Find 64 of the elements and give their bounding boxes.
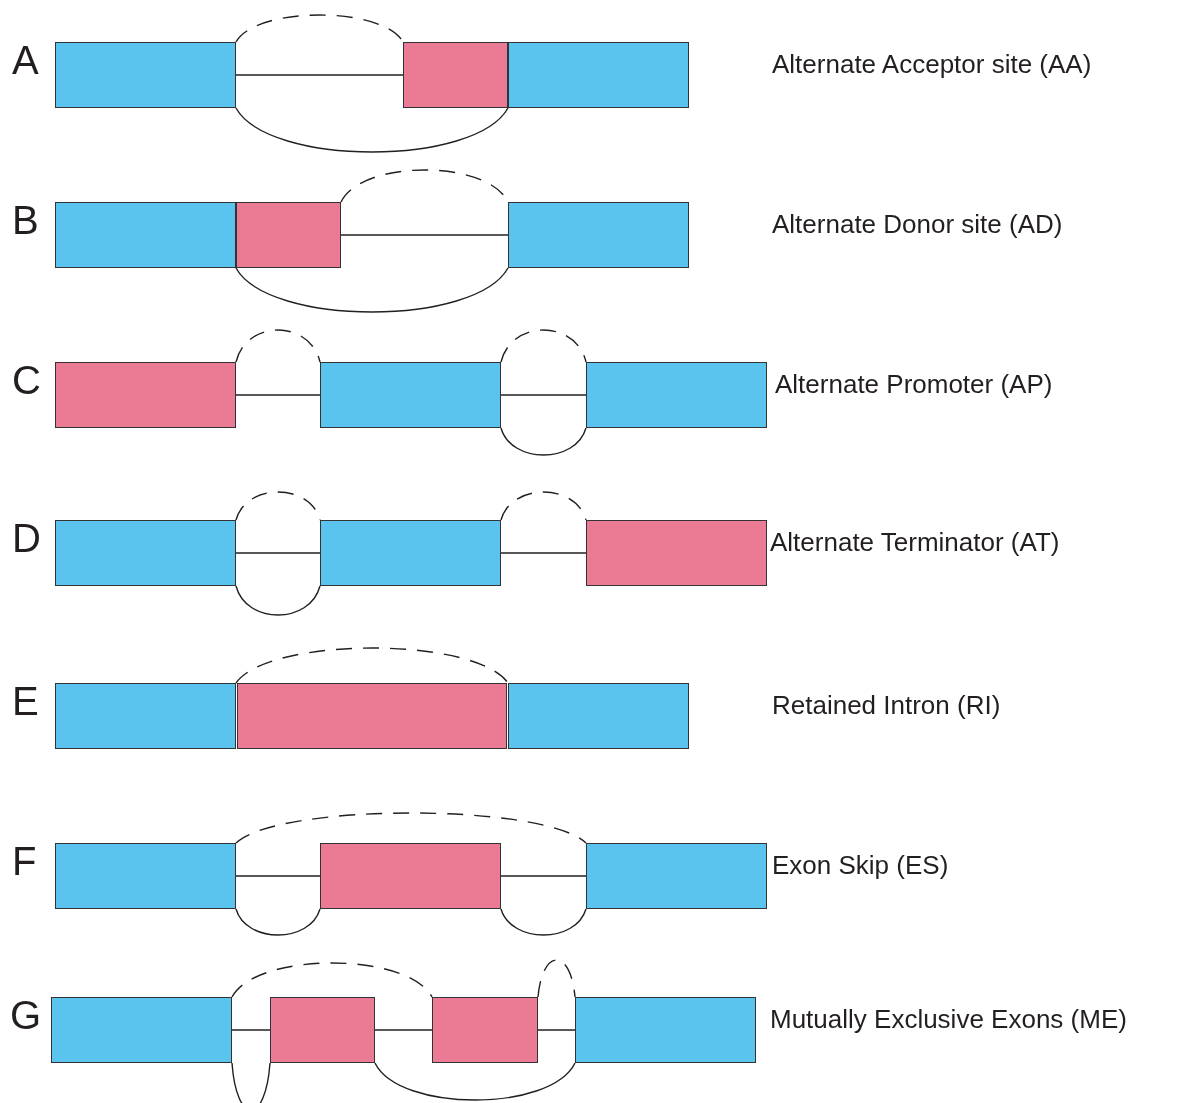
exon-box (55, 843, 236, 909)
exon-box (55, 42, 236, 108)
exon-box (508, 42, 689, 108)
exon-box (586, 843, 767, 909)
panel-letter: F (12, 841, 37, 881)
exon-box (320, 843, 501, 909)
intron-line (235, 74, 404, 76)
splice-arc (235, 812, 587, 844)
splice-arc (500, 427, 587, 456)
exon-box (320, 362, 501, 428)
splice-arc (500, 908, 587, 936)
exon-box (55, 362, 236, 428)
panel-letter: A (12, 40, 39, 80)
splice-arc (235, 14, 404, 43)
intron-line (235, 394, 321, 396)
splice-arc (235, 267, 509, 313)
splice-arc (500, 329, 587, 363)
exon-box (508, 683, 689, 749)
event-title: Alternate Terminator (AT) (770, 527, 1060, 559)
splice-arc (500, 491, 587, 521)
exon-box (237, 683, 507, 749)
panel-letter: G (10, 995, 42, 1035)
exon-box (575, 997, 756, 1063)
exon-box (432, 997, 538, 1063)
exon-box (55, 683, 236, 749)
intron-line (235, 875, 321, 877)
splice-arc (231, 962, 433, 998)
intron-line (537, 1029, 576, 1031)
exon-box (403, 42, 508, 108)
exon-box (586, 520, 767, 586)
splice-arc (374, 1062, 576, 1101)
exon-box (586, 362, 767, 428)
exon-box (55, 520, 236, 586)
exon-box (55, 202, 236, 268)
event-title: Alternate Donor site (AD) (772, 209, 1063, 241)
event-title: Exon Skip (ES) (772, 850, 949, 882)
intron-line (500, 552, 587, 554)
panel-letter: E (12, 681, 39, 721)
intron-line (500, 875, 587, 877)
intron-line (340, 234, 509, 236)
intron-line (235, 552, 321, 554)
intron-line (500, 394, 587, 396)
intron-line (231, 1029, 271, 1031)
splice-arc (235, 585, 321, 616)
event-title: Mutually Exclusive Exons (ME) (770, 1004, 1127, 1036)
panel-letter: C (12, 360, 41, 400)
splice-arc (235, 647, 509, 684)
event-title: Alternate Acceptor site (AA) (772, 49, 1092, 81)
event-title: Alternate Promoter (AP) (775, 369, 1053, 401)
panel-letter: B (12, 200, 39, 240)
exon-box (270, 997, 375, 1063)
splice-arc (537, 959, 576, 998)
splice-arc (235, 329, 321, 363)
event-title: Retained Intron (RI) (772, 690, 1001, 722)
splice-arc (235, 107, 509, 153)
exon-box (51, 997, 232, 1063)
splice-arc (235, 491, 321, 521)
exon-box (320, 520, 501, 586)
exon-box (236, 202, 341, 268)
splice-arc (231, 1062, 271, 1103)
panel-letter: D (12, 518, 41, 558)
exon-box (508, 202, 689, 268)
splice-arc (235, 908, 321, 936)
intron-line (374, 1029, 433, 1031)
